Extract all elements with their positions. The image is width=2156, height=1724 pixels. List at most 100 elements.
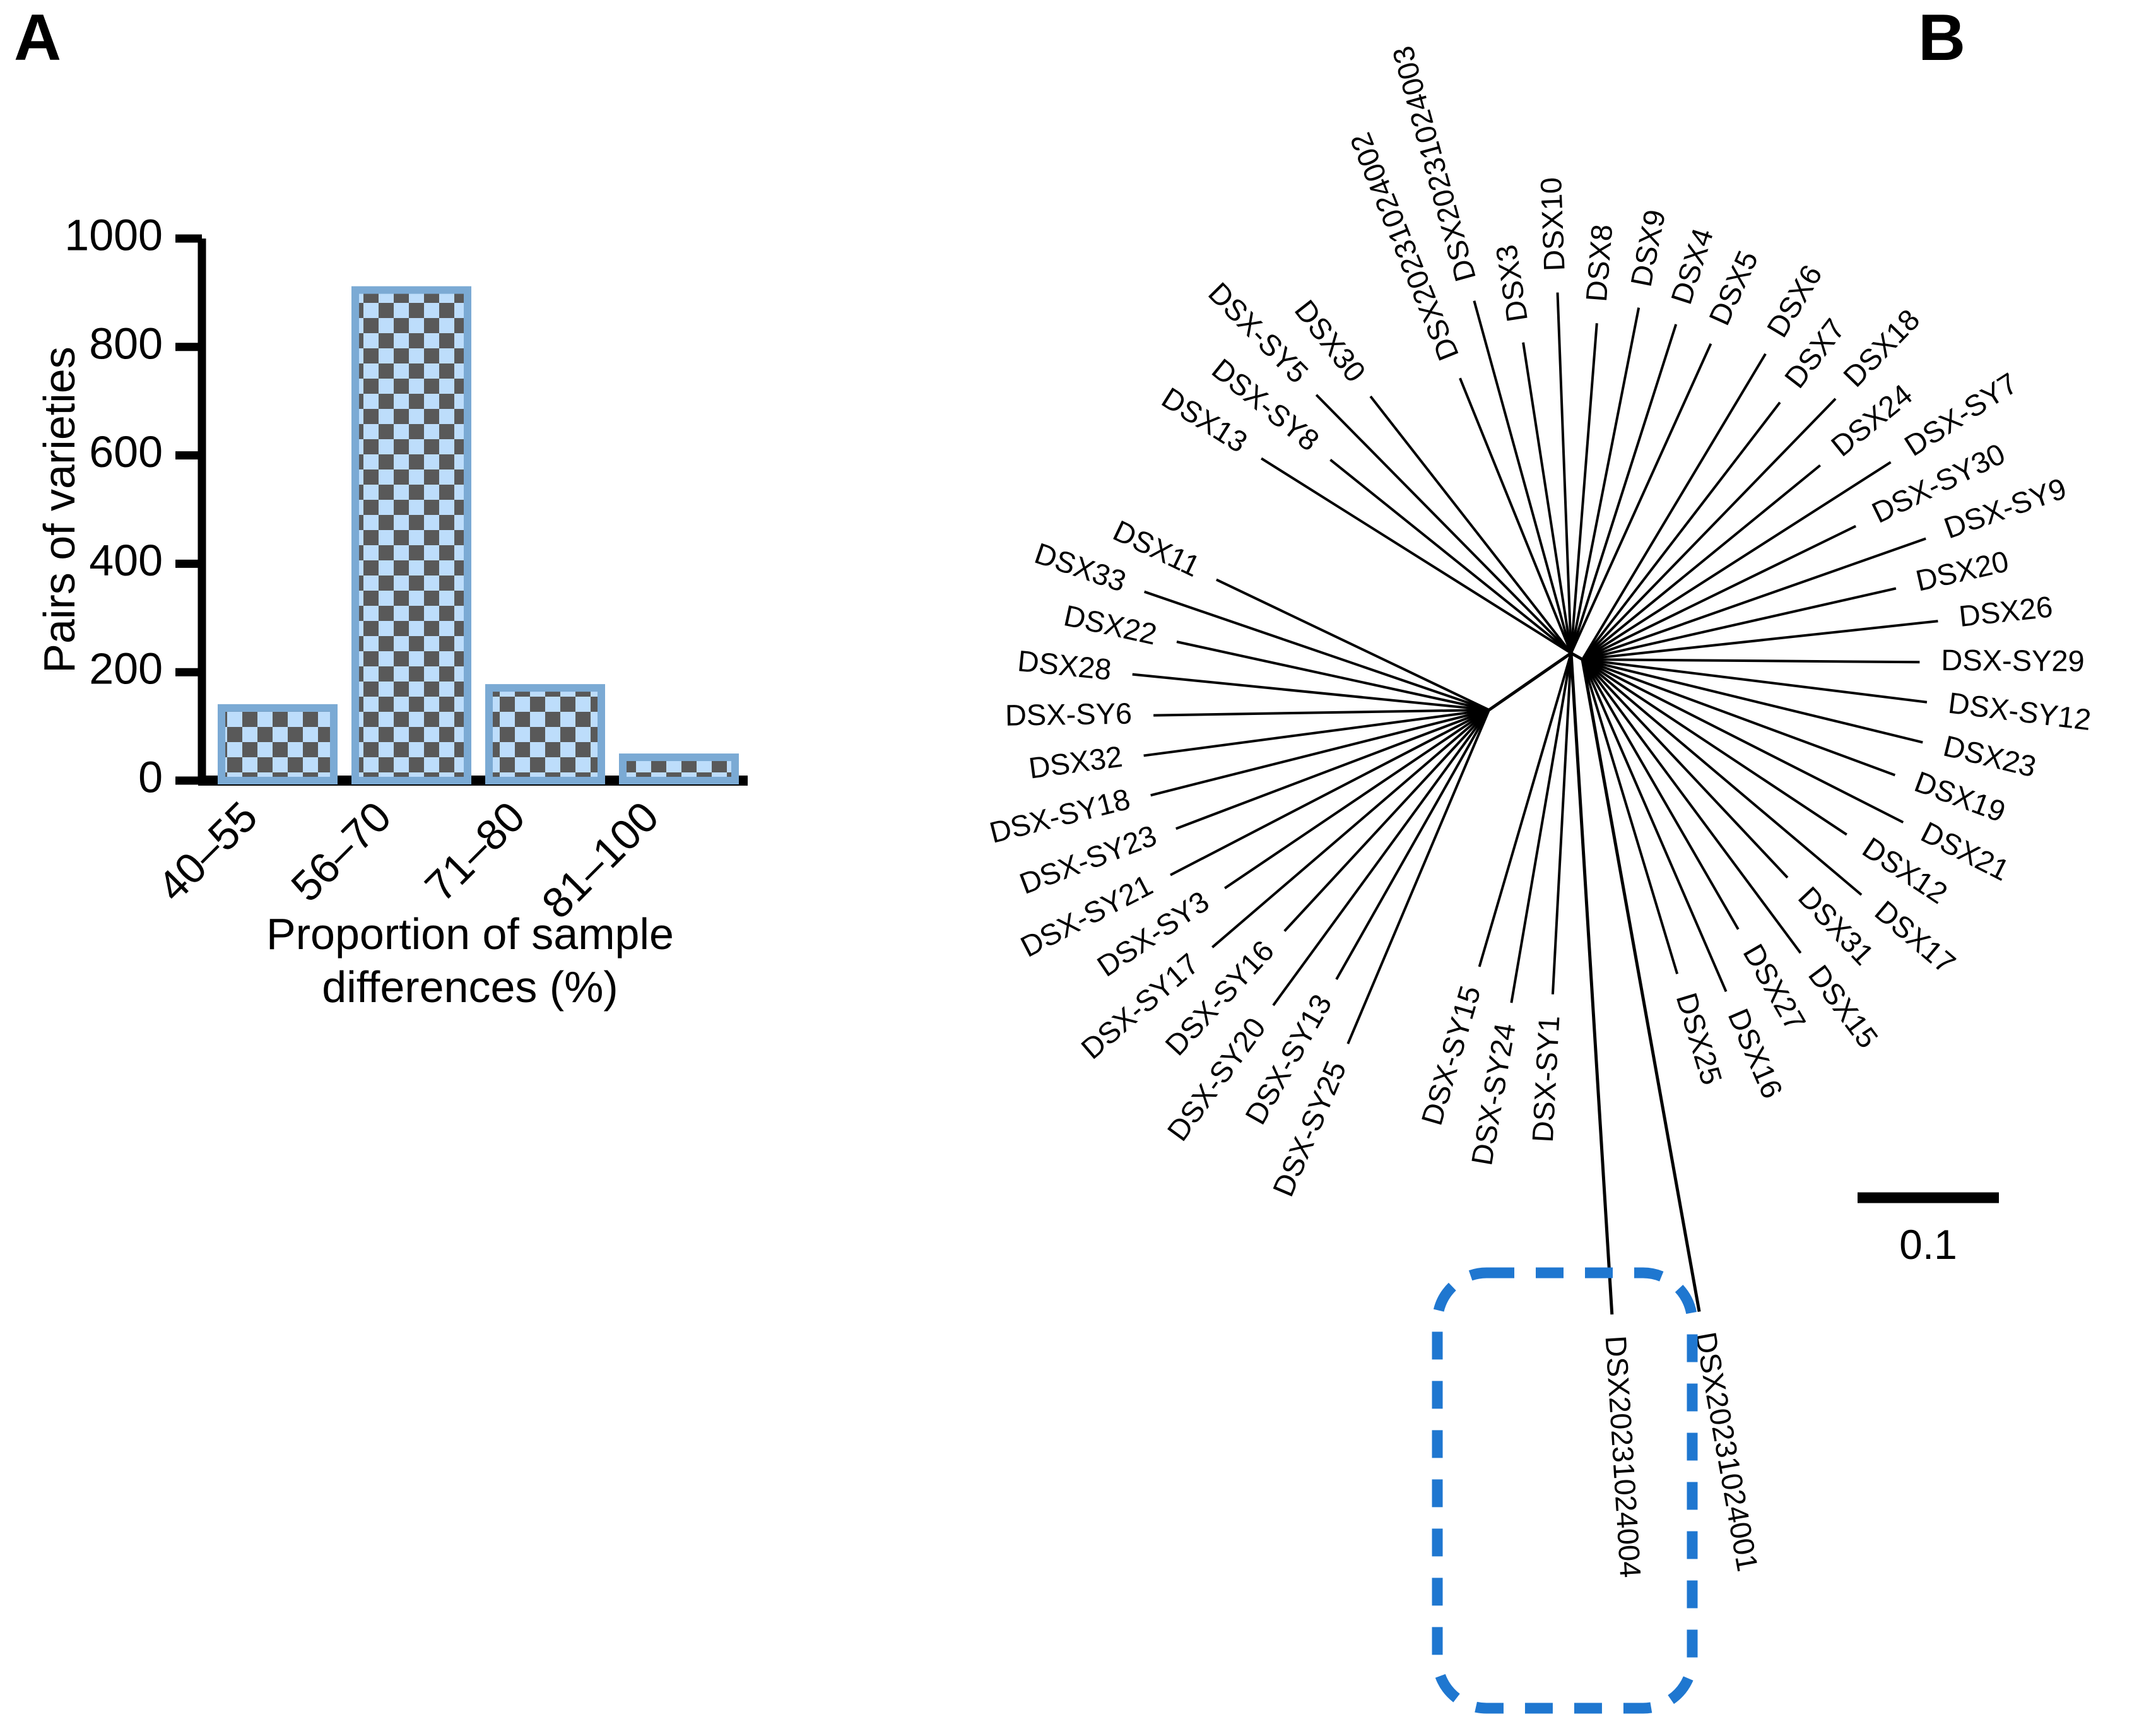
tree-branch: [1570, 323, 1598, 654]
tree-branch: [1581, 398, 1837, 661]
tree-branch: [1215, 578, 1490, 711]
scale-bar: 0.1: [1858, 1192, 1999, 1268]
tree-branch: [1581, 658, 1789, 879]
tree-branch: [1143, 590, 1490, 711]
tree-branch: [1570, 307, 1641, 654]
y-tick-label: 400: [89, 536, 163, 585]
bar: [485, 684, 605, 784]
tree-branch: [1581, 659, 1679, 974]
bar: [351, 286, 471, 785]
tree-tip-label: DSX26: [1957, 589, 2054, 633]
tree-tip-label: DSX23: [1940, 729, 2039, 784]
tree-branch: [1283, 709, 1490, 932]
tree-branch: [1570, 324, 1678, 654]
tree-tip-label: DSX22: [1061, 598, 1160, 651]
tree-branch: [1581, 658, 1863, 896]
tree-tip-label: DSX9: [1624, 207, 1672, 290]
y-tick-label: 1000: [64, 210, 163, 259]
tree-tip-label: DSX10: [1534, 177, 1571, 272]
tree-branch: [1211, 709, 1490, 948]
tree-tip-label: DSX20: [1912, 544, 2012, 598]
y-axis-title: Pairs of varieties: [35, 346, 84, 673]
y-tick-label: 200: [89, 644, 163, 694]
x-tick-label: 56–70: [282, 793, 400, 911]
tree-branch: [1581, 401, 1781, 661]
tree-tip-label: DSX-SY24: [1464, 1020, 1522, 1167]
tree-branch: [1153, 709, 1490, 717]
tree-tip-label: DSX-SY29: [1941, 643, 2085, 678]
tree-branch: [1581, 461, 1892, 661]
tree-branch: [1510, 652, 1572, 1003]
tree-tip-label: DSX15: [1802, 959, 1885, 1054]
tree-branch: [1272, 709, 1490, 1007]
tree-branch: [1582, 524, 1857, 661]
highlight-box: [1432, 1267, 1698, 1714]
y-tick-label: 0: [138, 752, 163, 801]
tree-tip-label: DSX-SY12: [1947, 686, 2093, 737]
tree-branch: [1522, 342, 1572, 654]
tree-branch: [1581, 659, 1701, 1312]
tree-branch: [1581, 658, 1847, 836]
x-axis-title-line2: differences (%): [322, 962, 618, 1012]
tree-branch: [1143, 709, 1490, 757]
tree-branch: [1473, 300, 1572, 654]
tree-tip-label: DSX-SY6: [1005, 697, 1133, 732]
tree-branch: [1570, 343, 1712, 654]
y-tick-label: 600: [89, 427, 163, 476]
tree-branch: [1582, 620, 1938, 661]
tree-branch: [1170, 709, 1490, 877]
tree-tip-label: DSX32: [1027, 740, 1124, 785]
tree-tip-label: DSX-SY1: [1526, 1015, 1566, 1143]
tree-branch: [1581, 658, 1802, 954]
tree-branch: [1581, 659, 1740, 930]
bars-group: [218, 286, 739, 785]
bar: [619, 753, 739, 784]
tree-branch: [1582, 658, 1920, 664]
bar: [218, 704, 338, 785]
tree-branch: [1581, 464, 1822, 661]
tree-internal-branch: [1488, 651, 1572, 712]
tree-branch: [1261, 457, 1572, 654]
tree-branch: [1346, 709, 1490, 1044]
tree-tip-label: DSX20231024004: [1599, 1335, 1648, 1579]
tree-branch: [1478, 652, 1572, 967]
tree-internal-branch: [1570, 651, 1584, 661]
tree-branch: [1335, 709, 1490, 980]
x-tick-label: 40–55: [148, 793, 266, 911]
tree-tip-label: DSX18: [1837, 302, 1926, 393]
tree-branch: [1581, 659, 1728, 993]
tree-branch: [1581, 353, 1767, 661]
tree-branch: [1176, 641, 1490, 711]
tree-branch: [1329, 459, 1572, 654]
tree-branch: [1459, 377, 1572, 654]
tree-branch: [1582, 587, 1897, 661]
y-tick-label: 800: [89, 319, 163, 368]
tree-branch: [1150, 709, 1490, 797]
tree-tip-label: DSX17: [1869, 894, 1962, 981]
panel-b-label: B: [1918, 1, 1966, 74]
tree-branch: [1582, 658, 1928, 704]
tree-branch: [1556, 292, 1572, 654]
tree-tip-label: DSX28: [1016, 644, 1112, 687]
tree-branch: [1582, 658, 1923, 744]
tree-branch: [1569, 652, 1614, 1315]
tree-tip-label: DSX20231024001: [1689, 1330, 1765, 1574]
tree-tip-label: DSX3: [1489, 242, 1534, 324]
x-tick-label: 81–100: [533, 793, 668, 928]
tree-branch: [1175, 709, 1490, 830]
x-axis-title-line1: Proportion of sample: [266, 909, 674, 959]
scale-bar-label: 0.1: [1899, 1221, 1957, 1268]
y-axis: 0 200 400 600 800 1000: [64, 210, 206, 801]
tree-tip-label: DSX25: [1670, 989, 1729, 1089]
x-tick-label: 71–80: [416, 793, 534, 911]
tree-branch: [1582, 658, 1896, 777]
tree-branch: [1315, 394, 1572, 654]
tree-branches: [1132, 292, 1938, 1315]
tree-tip-label: DSX8: [1579, 223, 1618, 304]
tree-branch: [1132, 673, 1490, 711]
